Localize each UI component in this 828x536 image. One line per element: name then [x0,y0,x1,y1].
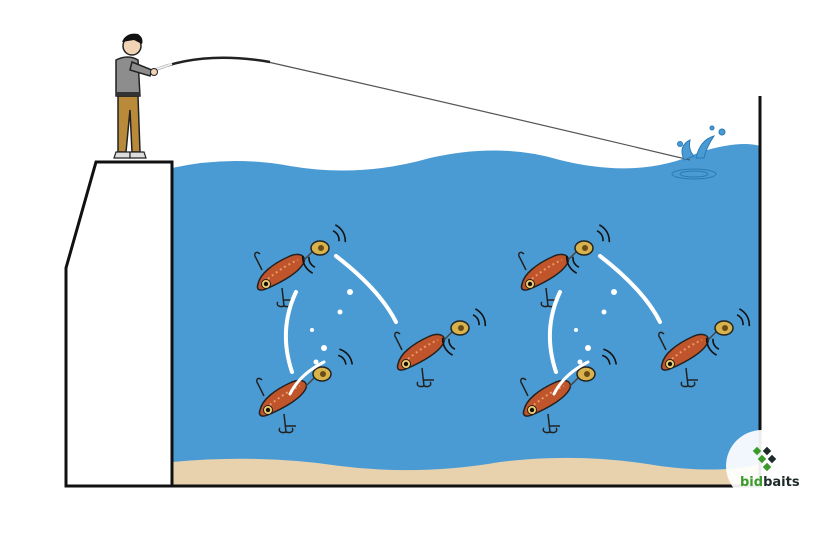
bubble [611,289,617,295]
lure-path [288,360,326,396]
lure-path [552,360,590,396]
lure-path [547,290,562,374]
svg-text:bidbaits: bidbaits [740,475,800,490]
logo-mark-icon [752,446,777,472]
bubble [313,359,319,365]
water [172,144,760,486]
bubble [574,328,578,332]
bubble [347,289,353,295]
splash-icon [671,125,726,180]
lure-path [283,290,298,374]
bubble [601,309,607,315]
bubble [337,309,343,315]
lure-path [598,254,662,324]
sand-bottom [172,457,760,486]
logo-text-bid: bid [740,475,763,490]
bidbaits-logo: bidbaits [726,430,800,502]
lure-path [334,254,398,324]
bubble [321,345,327,351]
lure-group-left [253,222,489,434]
fishing-line [267,61,691,161]
bubble [585,345,591,351]
angler-icon [113,33,158,159]
lure-group-right [517,222,753,434]
bubble [310,328,314,332]
quay-wall [64,160,174,488]
bubble [577,359,583,365]
logo-text-baits: baits [763,475,800,490]
